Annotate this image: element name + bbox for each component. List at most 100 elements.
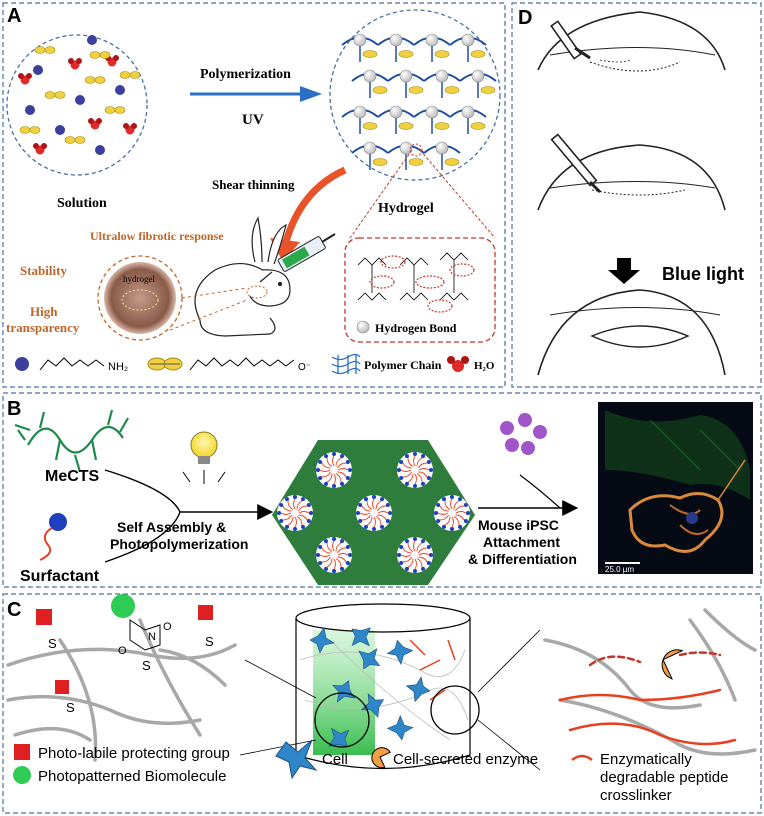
stability-label: Stability: [20, 263, 67, 278]
panel-c: C S N O O S S S: [2, 593, 762, 814]
micelle: [356, 495, 392, 531]
cell: [386, 639, 414, 666]
hydrogen-bond-ellipses: [369, 255, 475, 313]
legend-peptide-label-1: Enzymatically: [600, 751, 692, 768]
zoom-line-right: [419, 149, 496, 239]
enzyme-pacman-icon: [661, 649, 684, 680]
crosslink-node: [471, 69, 485, 83]
panel-a-letter: A: [7, 5, 21, 27]
hydrogel-on-eye: [121, 289, 159, 311]
crosslink-node: [389, 105, 403, 119]
mects-merge-line: [104, 469, 181, 513]
legend-photolabile-label: Photo-labile protecting group: [38, 745, 230, 762]
hydrogel-label: Hydrogel: [378, 201, 434, 216]
transparency-label-2: transparency: [6, 320, 80, 335]
zoom-circle-left: [314, 692, 370, 748]
ipsc-cells-icon: [500, 413, 547, 455]
monomer-ball: [55, 125, 65, 135]
o-label-1: O: [118, 645, 127, 657]
water-molecule: [68, 58, 82, 70]
zoom-source-circle: [409, 143, 423, 157]
maleimide-structure: [129, 619, 161, 651]
legend-cell-icon: [275, 739, 318, 780]
crosslink-node: [461, 33, 475, 47]
eye-diagram-1: [537, 11, 726, 72]
cell: [360, 693, 385, 718]
photolabile-group-2: [198, 605, 213, 620]
zoom-line-c3: [477, 629, 541, 693]
zwitterion-molecule: [44, 91, 66, 99]
polymer-chain-icon: [331, 353, 361, 375]
panel-d-frame: [511, 2, 762, 388]
panel-c-letter: C: [7, 599, 21, 621]
monomer-ball: [115, 85, 125, 95]
ipsc-merge-line: [519, 474, 561, 509]
self-assembly-label-2: Photopolymerization: [110, 536, 248, 552]
micelle: [316, 537, 352, 573]
s-label-3: S: [205, 634, 214, 649]
zwitterion-molecule: [84, 76, 106, 84]
right-fiber-network: [543, 608, 757, 756]
s-label-2: S: [142, 658, 151, 673]
blue-light-label: Blue light: [662, 264, 744, 284]
s-label-4: S: [66, 700, 75, 715]
s-label-1: S: [48, 636, 57, 651]
photopatterned-biomolecule-icon: [111, 594, 135, 618]
micelle: [316, 452, 352, 488]
zwitterion-molecule: [34, 46, 56, 54]
hydrogel-small-label: hydrogel: [123, 274, 155, 284]
uv-label: UV: [242, 112, 264, 128]
polymer-chain-label: Polymer Chain: [364, 358, 442, 372]
water-label: H₂O: [474, 360, 495, 372]
monomer-ball: [75, 95, 85, 105]
crosslink-node: [389, 33, 403, 47]
cell: [358, 648, 381, 670]
crosslink-node: [399, 141, 413, 155]
photolabile-group-3: [55, 680, 69, 694]
surfactant-tail-icon: [39, 527, 53, 561]
panel-c-frame: [2, 593, 762, 814]
cell: [309, 627, 335, 654]
micelle: [397, 452, 433, 488]
zwitterion-molecule: [19, 126, 41, 134]
zwitterion-icon: [147, 357, 183, 371]
legend-biomolecule-label: Photopatterned Biomolecule: [38, 768, 226, 785]
cylinder-cells: [309, 627, 431, 748]
n-label: N: [148, 631, 156, 643]
monomer-ball: [33, 65, 43, 75]
fluorescence-micrograph: 25.0 μm: [598, 402, 753, 574]
crosslink-node: [353, 105, 367, 119]
zoom-line-c2: [239, 739, 317, 756]
rabbit-illustration: [194, 216, 291, 337]
o-label-2: O: [163, 621, 172, 633]
crosslink-node: [425, 33, 439, 47]
polymerization-arrowhead: [300, 86, 322, 102]
panel-a-legend: NH₂ O⁻ Polymer Chain H₂O: [15, 353, 495, 375]
crosslink-node: [363, 69, 377, 83]
hydrogen-bond-ball: [356, 320, 370, 334]
legend-photolabile-icon: [14, 744, 30, 760]
cell: [405, 676, 431, 703]
hydrogel-network: [341, 33, 497, 170]
acrylamide-structure: [39, 357, 105, 371]
water-molecule: [88, 118, 102, 130]
eye-disk: [104, 262, 176, 334]
legend-enzyme-label: Cell-secreted enzyme: [393, 751, 538, 768]
cell: [332, 680, 356, 703]
eye-zoom-line-top: [181, 287, 248, 299]
crosslink-node: [461, 105, 475, 119]
hydrogen-bond-label: Hydrogen Bond: [375, 321, 457, 335]
cell: [351, 627, 371, 647]
water-molecule: [33, 143, 47, 155]
crosslink-node: [363, 141, 377, 155]
ipsc-label-1: Mouse iPSC: [478, 517, 559, 533]
solution-molecules: [18, 35, 141, 155]
left-fiber-network: [6, 618, 237, 762]
legend-peptide-label-2: degradable peptide: [600, 769, 728, 786]
fibrotic-label: Ultralow fibrotic response: [90, 229, 224, 243]
zwitterion-structure: [189, 357, 295, 371]
legend-biomolecule-icon: [13, 766, 31, 784]
eye-diagram-2: [537, 133, 726, 211]
ipsc-label-3: & Differentiation: [468, 551, 577, 567]
panel-b-letter: B: [7, 398, 21, 420]
